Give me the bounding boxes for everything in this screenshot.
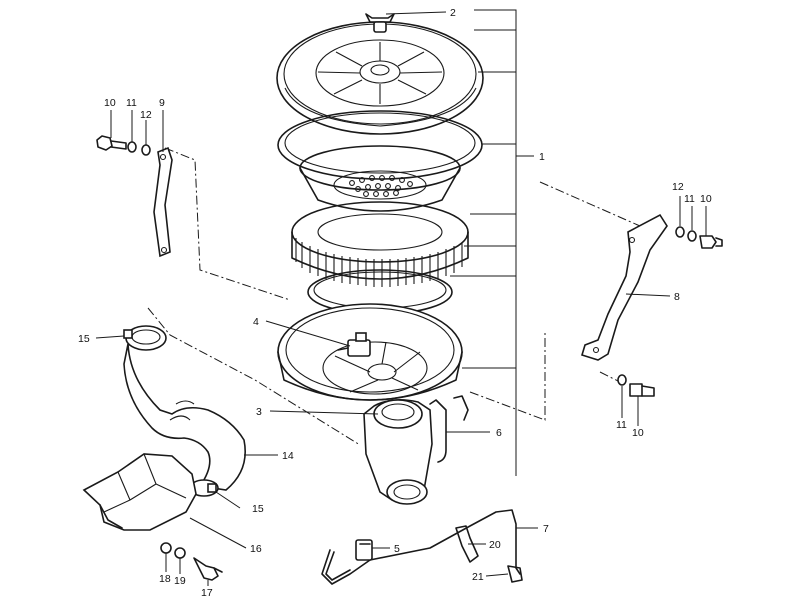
left-bracket-bolt — [96, 135, 127, 151]
right-bracket-bolt-upper — [675, 226, 723, 249]
lower-duct-bracket — [82, 453, 197, 531]
vacuum-pipe — [321, 509, 521, 585]
intake-snorkel — [363, 398, 433, 505]
leader-lines — [95, 9, 707, 586]
callout-8: 8 — [674, 291, 680, 303]
hose-clamp-upper — [123, 325, 167, 351]
left-support-bracket — [153, 146, 173, 258]
callout-12-right: 12 — [672, 181, 684, 193]
callout-1: 1 — [539, 151, 545, 163]
callout-15-lower: 15 — [252, 503, 264, 515]
callout-15-upper: 15 — [78, 333, 90, 345]
callout-10-right-upper: 10 — [700, 193, 712, 205]
right-support-bracket — [581, 213, 668, 361]
callout-16: 16 — [250, 543, 262, 555]
callout-11-left: 11 — [126, 97, 137, 109]
inner-filter-cup — [299, 145, 461, 212]
callout-19: 19 — [174, 575, 186, 587]
callout-2: 2 — [450, 7, 456, 19]
callout-numbers: 1 2 3 4 5 6 7 8 9 10 10 10 11 11 11 12 1… — [78, 7, 712, 599]
pipe-clip-21 — [507, 565, 523, 583]
lower-bracket-hardware — [160, 542, 223, 581]
air-cleaner-top-cover — [276, 21, 484, 135]
callout-11-right-upper: 11 — [684, 193, 695, 205]
pipe-clip-20 — [455, 525, 479, 563]
callout-18: 18 — [159, 573, 171, 585]
callout-10-left: 10 — [104, 97, 116, 109]
right-bracket-bolt-lower — [617, 374, 655, 397]
vacuum-tube — [429, 395, 469, 463]
callout-10-right-lower: 10 — [632, 427, 644, 439]
callout-12-left: 12 — [140, 109, 152, 121]
callout-20: 20 — [489, 539, 501, 551]
callout-5: 5 — [394, 543, 400, 555]
wing-nut — [365, 13, 395, 33]
pipe-clip-5 — [355, 539, 373, 561]
callout-3: 3 — [256, 406, 262, 418]
callout-4: 4 — [253, 316, 259, 328]
callout-9: 9 — [159, 97, 165, 109]
callout-21: 21 — [472, 571, 484, 583]
idle-compensator-valve — [337, 332, 371, 357]
hose-clamp-lower — [189, 479, 219, 497]
filter-element — [291, 201, 469, 287]
callout-14: 14 — [282, 450, 294, 462]
left-bracket-washers — [127, 141, 151, 156]
callout-6: 6 — [496, 427, 502, 439]
callout-7: 7 — [543, 523, 549, 535]
callout-17: 17 — [201, 587, 213, 599]
callout-11-right-lower: 11 — [616, 419, 627, 431]
